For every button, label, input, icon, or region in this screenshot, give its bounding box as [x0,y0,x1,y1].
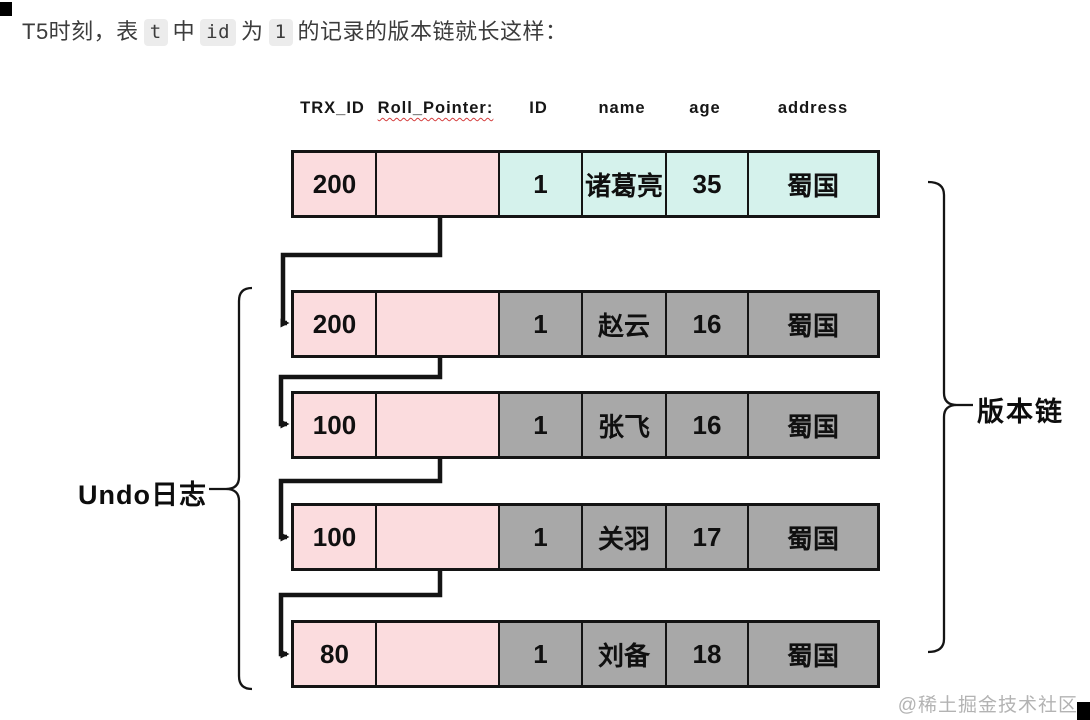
corner-artifact-top-left [0,2,12,16]
cell-trx-id: 200 [294,293,377,355]
record-row-undo-3: 100 1 关羽 17 蜀国 [291,503,880,571]
cell-roll-pointer [377,153,500,215]
inline-code-1: 1 [268,19,293,46]
cell-name: 张飞 [583,394,667,456]
watermark: @稀土掘金技术社区 [897,695,1078,716]
undo-log-label: Undo日志 [78,480,207,510]
cell-address: 蜀国 [749,394,877,456]
title-text: 为 [241,19,264,44]
cell-age: 16 [667,293,749,355]
cell-trx-id: 80 [294,623,377,685]
cell-id: 1 [500,153,583,215]
cell-name: 赵云 [583,293,667,355]
cell-trx-id: 100 [294,394,377,456]
title-text: 中 [172,19,196,44]
version-chain-label: 版本链 [977,397,1064,427]
column-header-id: ID [529,99,548,117]
column-header-roll-pointer: Roll_Pointer: [377,99,494,117]
cell-name: 诸葛亮 [583,153,667,215]
column-header-address: address [777,99,849,117]
cell-id: 1 [500,623,583,685]
title-text: T5时刻，表 [22,19,139,44]
cell-name: 关羽 [583,506,667,568]
inline-code-t: t [143,19,168,46]
cell-age: 35 [667,153,749,215]
column-header-trx-id: TRX_ID [300,99,365,117]
cell-age: 18 [667,623,749,685]
cell-id: 1 [500,394,583,456]
undo-log-brace [225,286,253,691]
record-row-undo-2: 100 1 张飞 16 蜀国 [291,391,880,459]
cell-roll-pointer [377,394,500,456]
cell-age: 17 [667,506,749,568]
cell-roll-pointer [377,623,500,685]
cell-trx-id: 200 [294,153,377,215]
column-header-age: age [689,99,721,117]
corner-artifact-bottom-right [1077,702,1090,720]
cell-name: 刘备 [583,623,667,685]
cell-id: 1 [500,506,583,568]
version-chain-brace [927,180,958,654]
column-header-name: name [598,99,646,117]
record-row-undo-4: 80 1 刘备 18 蜀国 [291,620,880,688]
cell-roll-pointer [377,506,500,568]
table-header-row: TRX_ID Roll_Pointer: ID name age address [291,99,880,118]
cell-age: 16 [667,394,749,456]
title-text: 的记录的版本链就长这样： [297,19,568,44]
cell-id: 1 [500,293,583,355]
cell-address: 蜀国 [749,506,877,568]
cell-address: 蜀国 [749,293,877,355]
inline-code-id: id [200,19,237,46]
cell-address: 蜀国 [749,153,877,215]
cell-address: 蜀国 [749,623,877,685]
cell-trx-id: 100 [294,506,377,568]
cell-roll-pointer [377,293,500,355]
record-row-current: 200 1 诸葛亮 35 蜀国 [291,150,880,218]
record-row-undo-1: 200 1 赵云 16 蜀国 [291,290,880,358]
